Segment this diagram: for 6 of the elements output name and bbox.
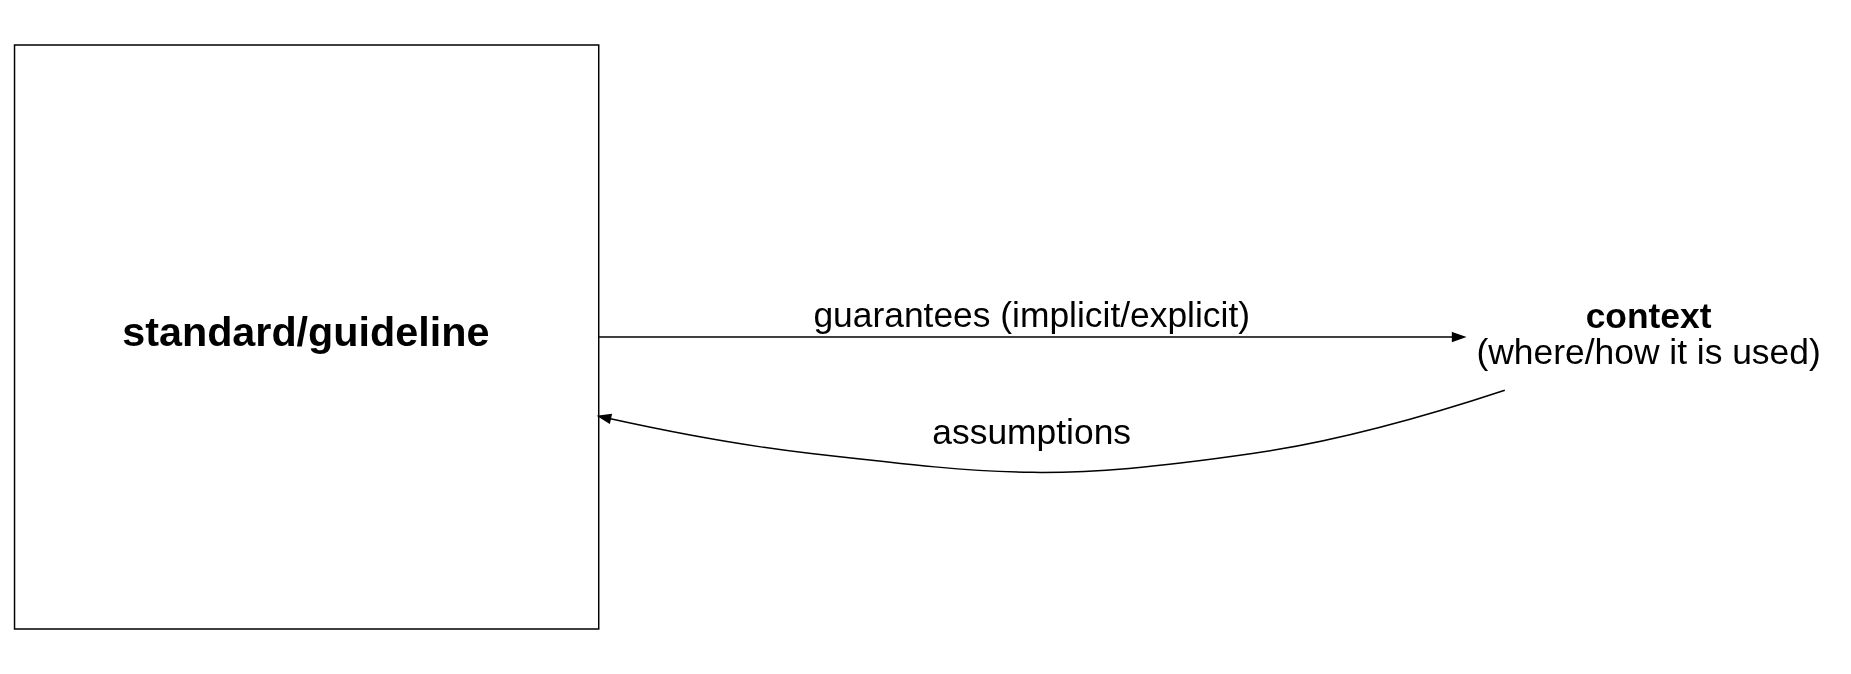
arrow — [596, 389, 1506, 474]
node-box: standard/guideline — [13, 44, 600, 630]
arrow — [598, 331, 1467, 343]
node-text: context (where/how it is used) — [1476, 296, 1821, 372]
edge-label: guarantees (implicit/explicit) — [813, 294, 1251, 335]
edge-label: assumptions — [932, 411, 1132, 452]
